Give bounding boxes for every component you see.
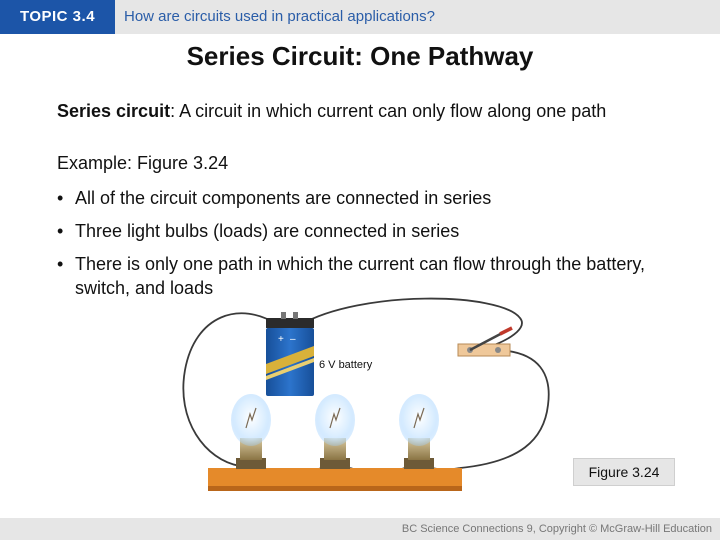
header-bar: TOPIC 3.4 How are circuits used in pract…	[0, 0, 720, 34]
figure-caption: Figure 3.24	[573, 458, 675, 486]
battery: + – 6 V battery	[266, 312, 373, 396]
switch-contact-right	[495, 347, 501, 353]
bulb-1-board-edge	[208, 486, 294, 491]
example-line: Example: Figure 3.24	[57, 153, 229, 173]
bulb-3-filament	[413, 407, 425, 429]
bulb-1-glass	[231, 394, 271, 446]
bulb-2-board-edge	[292, 486, 378, 491]
slide-title: Series Circuit: One Pathway	[186, 41, 534, 71]
bulb-3-glass	[399, 394, 439, 446]
switch-contact-left	[467, 347, 473, 353]
bulb-3	[376, 394, 462, 491]
bullet-text: There is only one path in which the curr…	[75, 254, 645, 298]
switch-base	[457, 343, 511, 357]
battery-body	[266, 328, 314, 396]
wire-bulb3-right	[431, 467, 461, 471]
bullet-item: • All of the circuit components are conne…	[57, 186, 687, 210]
bullet-item: • There is only one path in which the cur…	[57, 252, 687, 300]
definition-term: Series circuit	[57, 101, 171, 121]
bullet-text: All of the circuit components are connec…	[75, 188, 492, 208]
bulb-1-board	[208, 468, 294, 486]
switch-lever	[469, 328, 509, 352]
wire-bulb2-bulb3	[349, 467, 406, 475]
wire-switch-right	[459, 349, 550, 469]
bulb-2-board	[292, 468, 378, 486]
bulb-2	[292, 394, 378, 491]
bullet-item: • Three light bulbs (loads) are connected…	[57, 219, 687, 243]
wire-bulb1-bulb2	[261, 467, 323, 475]
battery-stripe-highlight	[266, 358, 314, 380]
definition-text: : A circuit in which current can only fl…	[170, 101, 607, 121]
bulb-3-board	[376, 468, 462, 486]
footer-bar: BC Science Connections 9, Copyright © Mc…	[0, 518, 720, 540]
bullet-dot: •	[57, 254, 64, 274]
battery-minus-label: –	[290, 334, 296, 345]
bulb-3-board-edge	[376, 486, 462, 491]
wires	[182, 297, 550, 475]
footer-copyright: BC Science Connections 9, Copyright © Mc…	[401, 523, 712, 535]
switch	[457, 326, 513, 357]
bulb-2-filament	[329, 407, 341, 429]
bullet-dot: •	[57, 188, 64, 208]
battery-terminal-minus	[293, 312, 298, 319]
battery-stripe	[266, 346, 314, 374]
battery-label: 6 V battery	[319, 359, 373, 371]
bullet-list: • All of the circuit components are conne…	[57, 186, 687, 309]
bulb-1-filament	[245, 407, 257, 429]
wire-battery-left	[182, 312, 279, 467]
switch-handle	[499, 326, 513, 336]
bulb-3-base	[408, 438, 430, 460]
bulb-1-base	[240, 438, 262, 460]
bulb-1	[208, 394, 294, 491]
battery-terminal-plus	[281, 312, 286, 319]
bulb-2-base	[324, 438, 346, 460]
topic-question: How are circuits used in practical appli…	[124, 8, 435, 25]
topic-tag: TOPIC 3.4	[0, 0, 115, 34]
bullet-dot: •	[57, 221, 64, 241]
battery-plus-label: +	[278, 334, 284, 345]
bulb-3-socket	[404, 458, 434, 469]
bulb-1-socket	[236, 458, 266, 469]
battery-top	[266, 318, 314, 328]
bulb-2-glass	[315, 394, 355, 446]
definition: Series circuit: A circuit in which curre…	[57, 99, 677, 123]
bulb-2-socket	[320, 458, 350, 469]
bullet-text: Three light bulbs (loads) are connected …	[75, 221, 460, 241]
